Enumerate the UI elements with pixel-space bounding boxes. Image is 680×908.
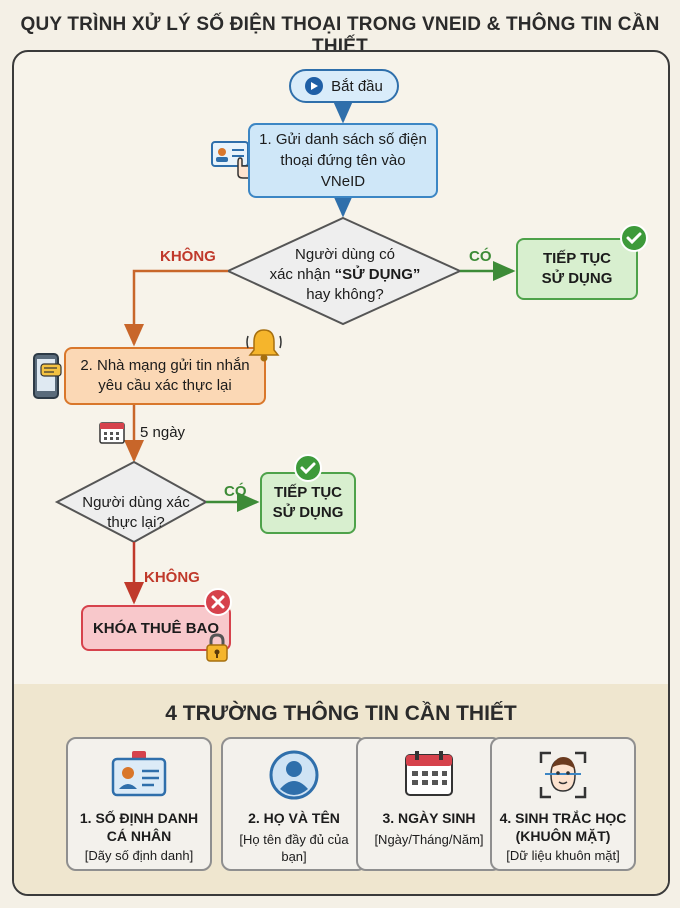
- padlock-icon: [204, 632, 230, 669]
- start-node: Bắt đầu: [289, 69, 399, 103]
- step2-box: 2. Nhà mạng gửi tin nhắn yêu cầu xác thự…: [64, 347, 266, 405]
- continue-box-1: TIẾP TỤC SỬ DỤNG: [516, 238, 638, 300]
- lock-label: KHÓA THUÊ BAO: [92, 619, 220, 637]
- fields-title: 4 TRƯỜNG THÔNG TIN CẦN THIẾT: [165, 702, 517, 725]
- flow-connectors: [54, 101, 516, 605]
- field-card-biometric: 4. SINH TRẮC HỌC (KHUÔN MẶT) [Dữ liệu kh…: [490, 737, 636, 871]
- id-card-icon: [110, 749, 168, 806]
- field-card-title: 3. NGÀY SINH: [382, 810, 476, 826]
- decision1-line2: xác nhận: [269, 266, 335, 283]
- start-label: Bắt đầu: [331, 77, 383, 95]
- continue-box-2: TIẾP TỤC SỬ DỤNG: [260, 472, 356, 534]
- no-label-2: KHÔNG: [144, 569, 200, 586]
- play-icon: [305, 77, 324, 95]
- decision2-text: Người dùng xác thực lại?: [82, 494, 190, 531]
- continue1-label: TIẾP TỤC SỬ DỤNG: [541, 250, 613, 287]
- field-card-id: 1. SỐ ĐỊNH DANH CÁ NHÂN [Dãy số định dan…: [66, 737, 212, 871]
- decision1-line3: hay không?: [306, 286, 384, 303]
- decision1-text: Người dùng có xác nhận “SỬ DỤNG” hay khô…: [260, 245, 430, 305]
- yes-label-1: CÓ: [469, 248, 492, 265]
- field-card-desc: [Họ tên đầy đủ của bạn]: [239, 832, 349, 864]
- step1-label: 1. Gửi danh sách số điện thoại đứng tên …: [259, 131, 427, 190]
- decision1-line1: Người dùng có: [295, 246, 395, 263]
- field-card-desc: [Dữ liệu khuôn mặt]: [506, 848, 620, 863]
- field-card-title: 2. HỌ VÀ TÊN: [248, 810, 340, 826]
- user-avatar-icon: [268, 749, 320, 806]
- field-card-title: 1. SỐ ĐỊNH DANH CÁ NHÂN: [79, 810, 199, 844]
- yes-label-2: CÓ: [224, 483, 247, 500]
- calendar-icon: [403, 749, 455, 804]
- step1-box: 1. Gửi danh sách số điện thoại đứng tên …: [248, 123, 438, 198]
- continue2-label: TIẾP TỤC SỬ DỤNG: [272, 484, 344, 521]
- close-circle-icon: [204, 588, 232, 621]
- no-label-1: KHÔNG: [160, 248, 216, 265]
- lock-subscription-box: KHÓA THUÊ BAO: [81, 605, 231, 651]
- decision1-emphasis: “SỬ DỤNG”: [334, 266, 421, 283]
- step2-label: 2. Nhà mạng gửi tin nhắn yêu cầu xác thự…: [80, 357, 250, 394]
- flowchart-frame: Bắt đầu 1. Gửi danh sách số điện thoại đ…: [12, 50, 670, 896]
- field-card-desc: [Dãy số định danh]: [84, 848, 194, 863]
- check-circle-icon: [620, 224, 648, 257]
- check-circle-icon: [294, 454, 322, 487]
- wait-label: 5 ngày: [140, 424, 186, 441]
- face-scan-icon: [537, 749, 589, 806]
- phone-message-icon: [32, 352, 64, 405]
- field-card-desc: [Ngày/Tháng/Năm]: [374, 832, 484, 847]
- decision1-diamond: [225, 216, 463, 326]
- field-card-birthdate: 3. NGÀY SINH [Ngày/Tháng/Năm]: [356, 737, 502, 871]
- arrow-no1: [124, 269, 228, 347]
- field-card-name: 2. HỌ VÀ TÊN [Họ tên đầy đủ của bạn]: [221, 737, 367, 871]
- bell-icon: [244, 326, 284, 369]
- field-card-title: 4. SINH TRẮC HỌC (KHUÔN MẶT): [499, 810, 627, 844]
- calendar-small-icon: [98, 419, 126, 450]
